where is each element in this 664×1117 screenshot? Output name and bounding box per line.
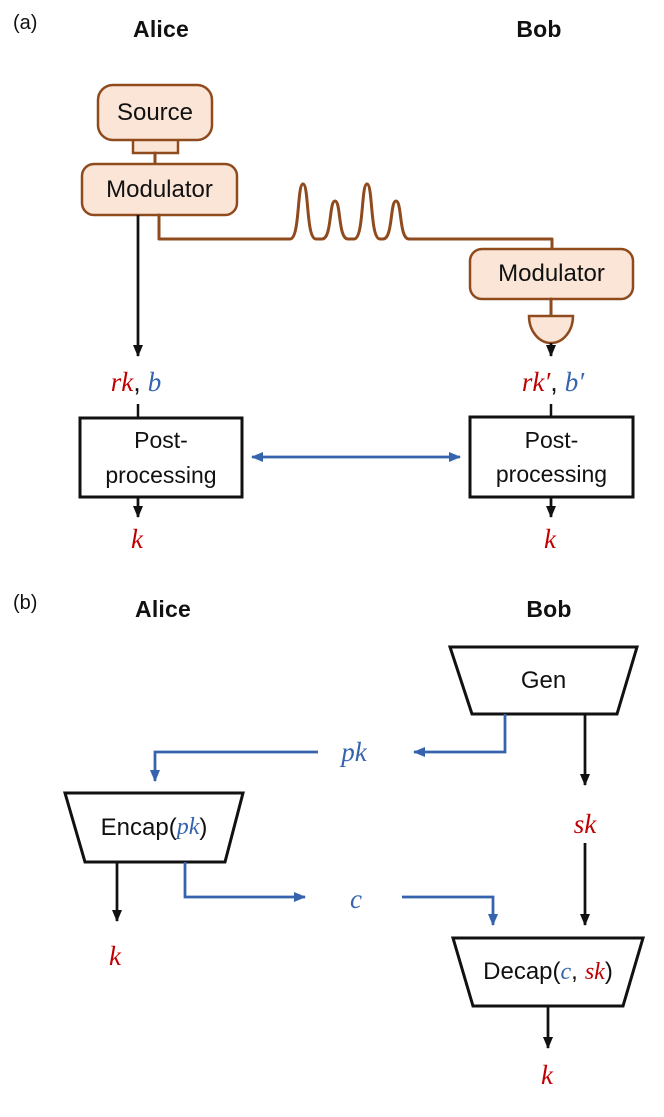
comma-separator: , xyxy=(133,367,141,397)
gen-label: Gen xyxy=(520,666,567,694)
alice-raw-key-label: rk,b xyxy=(111,367,162,398)
bob-modulator-label: Modulator xyxy=(498,260,605,287)
decap-arg-sk: sk xyxy=(584,958,605,985)
source-box xyxy=(96,83,214,142)
alice-basis-symbol: b xyxy=(147,367,162,397)
source-label: Source xyxy=(116,98,194,126)
post-line2: processing xyxy=(105,461,217,488)
encap-to-c-arrow xyxy=(183,862,306,902)
bob-raw-key-label: rk′,b′ xyxy=(522,367,584,398)
optical-pulse-train-icon xyxy=(157,182,554,251)
alice-modulator-label: Modulator xyxy=(106,175,213,203)
post-line2: processing xyxy=(495,461,608,487)
post-line1: Post- xyxy=(524,426,579,453)
decap-arg-c: c xyxy=(560,958,572,985)
panel-b-label: (b) xyxy=(13,592,38,614)
gen-to-pk-arrow xyxy=(413,714,507,757)
panel-b-bob-header: Bob xyxy=(526,596,572,622)
pk-label: pk xyxy=(341,737,367,767)
decap-suffix: ) xyxy=(604,958,613,985)
alice-post-processing-box xyxy=(78,416,244,499)
decap-trapezoid xyxy=(450,936,646,1008)
pk-to-encap-arrow xyxy=(150,750,318,782)
encap-trapezoid xyxy=(63,791,245,864)
decap-key-label: k xyxy=(541,1060,553,1090)
bob-final-key-label: k xyxy=(544,524,556,554)
alice-final-key-label: k xyxy=(131,524,143,554)
encap-label: Encap(pk) xyxy=(65,793,243,862)
decap-prefix: Decap( xyxy=(483,958,561,985)
panel-a-bob-header: Bob xyxy=(516,16,562,42)
sk-label: sk xyxy=(573,809,597,839)
bob-basis-symbol: b′ xyxy=(564,367,585,397)
bob-post-processing-label: Post-processing xyxy=(470,417,633,497)
encap-suffix: ) xyxy=(199,813,208,841)
panel-a-alice-header: Alice xyxy=(133,16,189,42)
panel-a-label: (a) xyxy=(13,12,38,34)
alice-raw-key-symbol: rk xyxy=(110,367,134,397)
bob-raw-key-symbol: rk′ xyxy=(521,367,551,397)
post-line1: Post- xyxy=(134,427,188,453)
decap-label: Decap(c,sk) xyxy=(453,938,643,1006)
encap-arg-pk: pk xyxy=(176,814,200,840)
encap-prefix: Encap( xyxy=(100,813,177,841)
c-to-decap-arrow xyxy=(402,895,498,926)
comma-separator: , xyxy=(571,958,578,985)
c-label: c xyxy=(350,884,362,914)
gen-trapezoid xyxy=(447,645,640,716)
comma-separator: , xyxy=(550,367,558,397)
alice-post-processing-label: Post-processing xyxy=(80,418,242,497)
panel-b-alice-header: Alice xyxy=(135,596,191,622)
encap-key-label: k xyxy=(109,941,121,971)
photodetector-icon xyxy=(527,314,575,345)
